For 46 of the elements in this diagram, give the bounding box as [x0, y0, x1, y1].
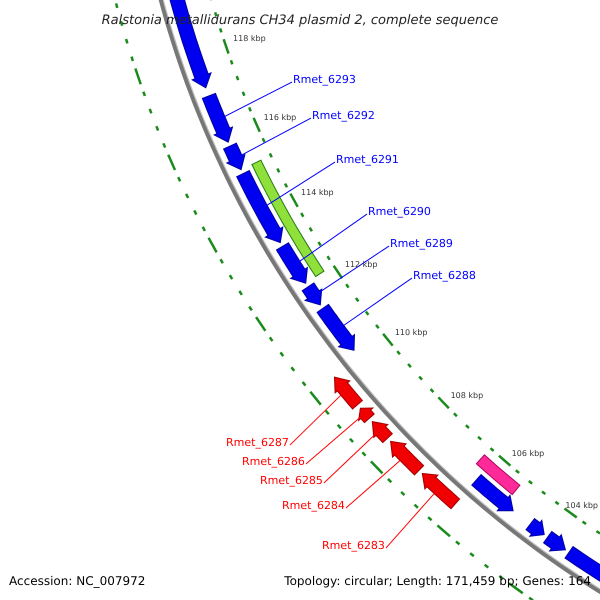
- gene-feature: [236, 170, 284, 244]
- leader-line: [323, 434, 376, 484]
- leader-line: [289, 394, 342, 446]
- gene-feature: [316, 304, 356, 351]
- leader-line: [266, 162, 336, 206]
- gene-label: Rmet_6284: [282, 500, 345, 512]
- scale-label: 112 kbp: [344, 261, 378, 270]
- scale-label: 118 kbp: [233, 35, 266, 44]
- scale-label: 110 kbp: [394, 328, 428, 338]
- gene-feature: [334, 376, 364, 410]
- gene-feature: [202, 92, 234, 143]
- gene-feature: [222, 142, 246, 170]
- gene-label: Rmet_6292: [312, 110, 375, 122]
- leader-line: [224, 82, 292, 117]
- scale-label: 106 kbp: [512, 450, 544, 458]
- gene-feature: [422, 472, 460, 510]
- leader-line: [319, 246, 390, 292]
- scale-label: 108 kbp: [450, 392, 484, 401]
- sequence-summary: Topology: circular; Length: 171,459 bp; Genes: 164: [284, 575, 591, 588]
- leader-line: [385, 493, 435, 549]
- leader-line: [305, 417, 360, 465]
- gene-label: Rmet_6290: [368, 206, 431, 218]
- gene-label: Rmet_6291: [336, 154, 399, 166]
- leader-line: [299, 214, 368, 262]
- gene-feature: [525, 518, 545, 537]
- leader-line: [345, 460, 401, 509]
- gene-label: Rmet_6289: [390, 238, 453, 250]
- gene-feature: [542, 530, 566, 552]
- leader-line: [241, 118, 312, 156]
- gene-label: Rmet_6283: [322, 540, 385, 552]
- gene-feature: [276, 242, 308, 284]
- gene-label: Rmet_6293: [293, 74, 356, 86]
- gene-feature: [302, 282, 322, 306]
- scale-label: 104 kbp: [565, 502, 598, 511]
- gene-label: Rmet_6287: [226, 437, 289, 450]
- gene-label: Rmet_6285: [260, 475, 323, 488]
- leader-line: [343, 278, 412, 326]
- gene-label: Rmet_6286: [242, 456, 305, 468]
- gene-feature: [372, 420, 394, 444]
- scale-label: 114 kbp: [301, 189, 334, 198]
- gene-feature: [471, 474, 514, 512]
- gene-label: Rmet_6288: [413, 270, 476, 282]
- scale-label: 116 kbp: [264, 114, 296, 123]
- gene-feature: [390, 440, 424, 476]
- gene-feature: [358, 407, 375, 424]
- accession-text: Accession: NC_007972: [9, 575, 146, 588]
